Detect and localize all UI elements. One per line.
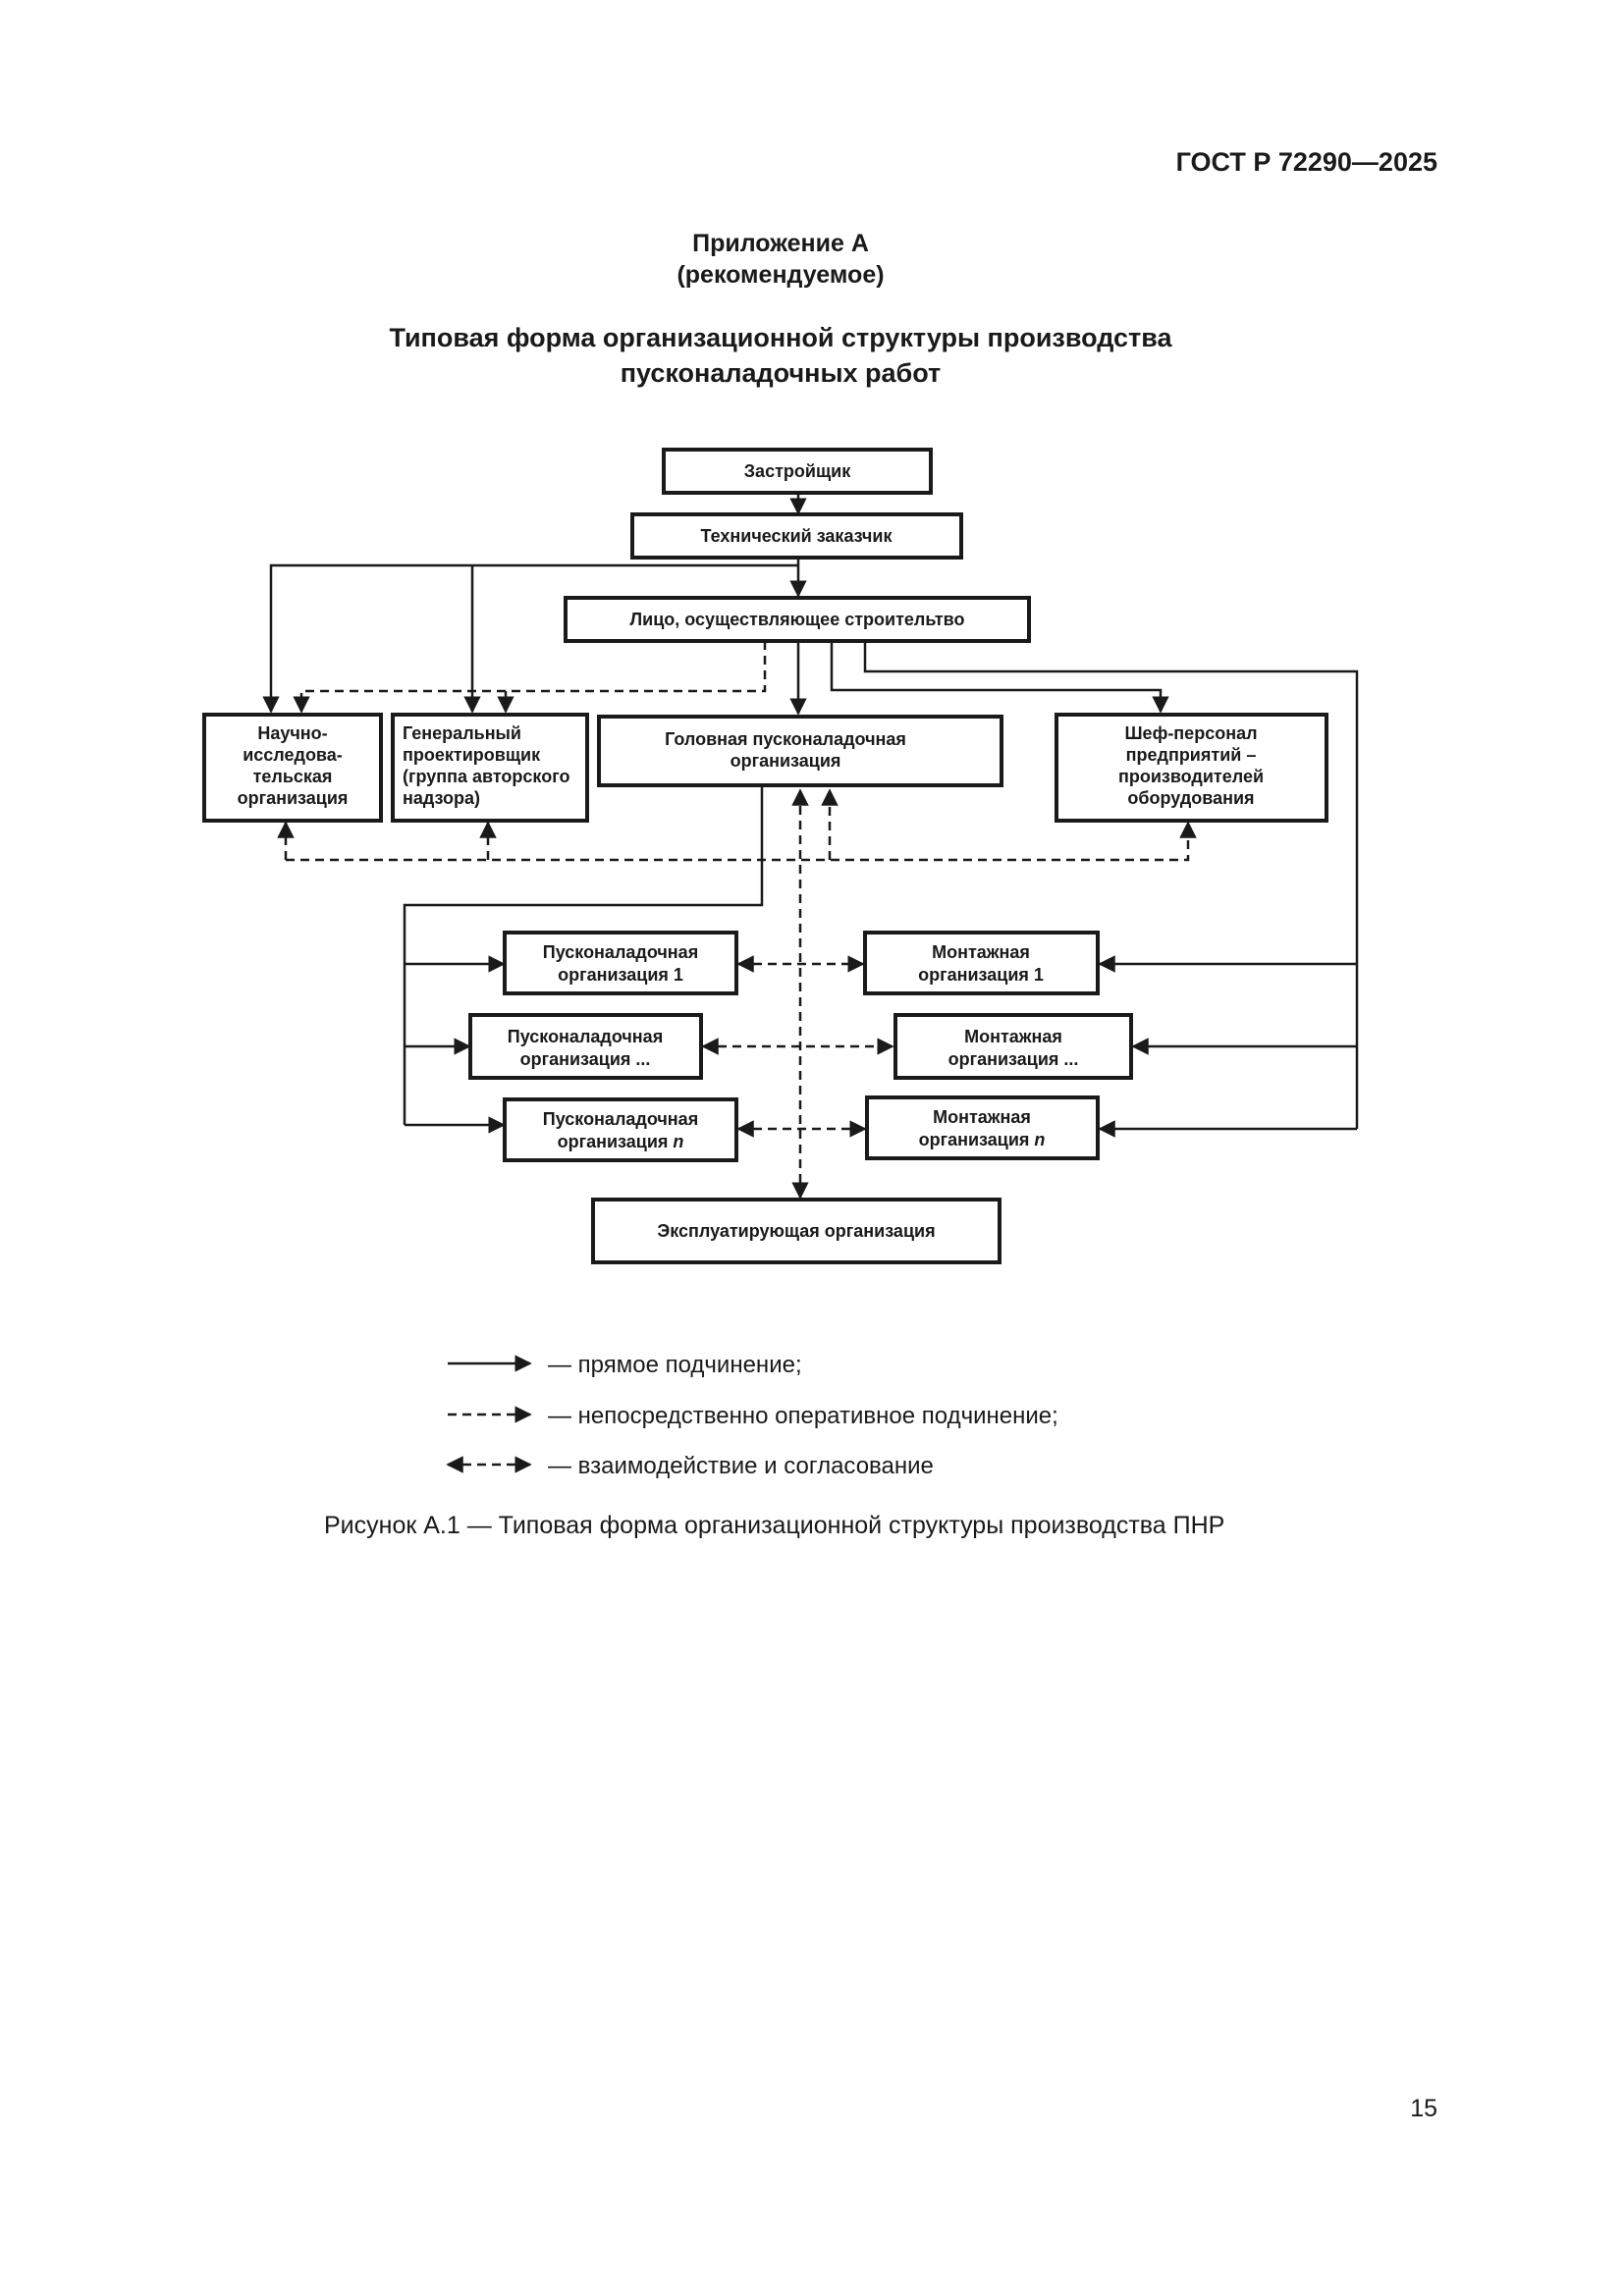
commissioning-org-1-label-1: Пусконаладочная bbox=[543, 942, 698, 962]
general-designer-label-3: (группа авторского bbox=[403, 767, 569, 786]
bottom-to-chief-dashed-arrow bbox=[286, 821, 1197, 862]
general-designer-label-4: надзора) bbox=[403, 788, 480, 808]
document-code: ГОСТ Р 72290—2025 bbox=[1175, 147, 1437, 177]
installation-org-n-label-2: организация n bbox=[919, 1130, 1046, 1149]
general-designer-label-2: проектировщик bbox=[403, 745, 541, 765]
installation-org-1-label-1: Монтажная bbox=[932, 942, 1030, 962]
installation-org-n-box: Монтажная организация n bbox=[865, 1095, 1100, 1160]
appendix-heading: Приложение А (рекомендуемое) bbox=[0, 228, 1561, 291]
lead-to-commissioning-line bbox=[403, 785, 764, 1125]
page-title: Типовая форма организационной структуры … bbox=[0, 320, 1561, 391]
construction-contractor-label: Лицо, осуществляющее строительтво bbox=[630, 610, 965, 629]
technical-customer-box: Технический заказчик bbox=[630, 512, 963, 560]
technical-customer-label: Технический заказчик bbox=[701, 526, 893, 546]
dashed-connectors bbox=[277, 641, 1197, 1200]
research-org-label-2: исследова- bbox=[243, 745, 343, 765]
research-org-label-1: Научно- bbox=[257, 723, 327, 743]
page-title-line-2: пусконаладочных работ bbox=[620, 358, 942, 388]
legend-bidirectional: — взаимодействие и согласование bbox=[446, 1453, 934, 1479]
contractor-to-installation-line bbox=[863, 641, 1359, 1129]
chief-personnel-box: Шеф-персонал предприятий – производителе… bbox=[1055, 713, 1328, 823]
installation-org-dots-box: Монтажная организация ... bbox=[893, 1013, 1133, 1080]
commissioning-org-n-label-1: Пусконаладочная bbox=[543, 1109, 698, 1129]
lead-commissioning-org-label-2: организация bbox=[731, 751, 841, 771]
chief-personnel-label-2: предприятий – bbox=[1126, 745, 1257, 765]
installation-org-1-box: Монтажная организация 1 bbox=[863, 931, 1100, 995]
page-title-line-1: Типовая форма организационной структуры … bbox=[389, 323, 1172, 352]
installation-org-dots-label-2: организация ... bbox=[948, 1049, 1079, 1069]
commissioning-org-1-box: Пусконаладочная организация 1 bbox=[503, 931, 738, 995]
chief-personnel-label-3: производителей bbox=[1118, 767, 1264, 786]
chief-personnel-label-1: Шеф-персонал bbox=[1124, 723, 1257, 743]
research-org-box: Научно- исследова- тельская организация bbox=[202, 713, 383, 823]
operating-org-label: Эксплуатирующая организация bbox=[657, 1221, 935, 1241]
legend-bidirectional-text: — взаимодействие и согласование bbox=[548, 1453, 934, 1479]
contractor-to-research-dashed-arrow bbox=[293, 641, 767, 714]
operating-org-box: Эксплуатирующая организация bbox=[591, 1198, 1001, 1264]
installation-org-n-label-1: Монтажная bbox=[933, 1107, 1031, 1127]
solid-connectors bbox=[262, 494, 1359, 1138]
installation-org-dots-label-1: Монтажная bbox=[964, 1027, 1062, 1046]
legend: — прямое подчинение; — непосредственно о… bbox=[446, 1352, 1058, 1479]
page-number: 15 bbox=[1410, 2095, 1437, 2122]
developer-label: Застройщик bbox=[744, 461, 851, 481]
figure-caption: Рисунок А.1 — Типовая форма организацион… bbox=[324, 1512, 1225, 1539]
customer-to-research-arrow bbox=[262, 563, 798, 714]
appendix-status: (рекомендуемое) bbox=[677, 261, 885, 289]
lead-commissioning-org-box: Головная пусконаладочная организация bbox=[597, 715, 1003, 787]
legend-dashed-text: — непосредственно оперативное подчинение… bbox=[548, 1403, 1058, 1429]
commissioning-org-n-label-2: организация n bbox=[558, 1132, 684, 1151]
installation-org-1-label-2: организация 1 bbox=[918, 965, 1044, 985]
general-designer-label-1: Генеральный bbox=[403, 723, 521, 743]
legend-dashed: — непосредственно оперативное подчинение… bbox=[448, 1403, 1058, 1429]
chief-personnel-label-4: оборудования bbox=[1127, 788, 1254, 808]
commissioning-org-dots-label-2: организация ... bbox=[520, 1049, 651, 1069]
developer-box: Застройщик bbox=[662, 448, 933, 495]
research-org-label-4: организация bbox=[238, 788, 349, 808]
legend-solid: — прямое подчинение; bbox=[448, 1352, 802, 1378]
construction-contractor-box: Лицо, осуществляющее строительтво bbox=[564, 596, 1031, 643]
commissioning-org-n-box: Пусконаладочная организация n bbox=[503, 1097, 738, 1162]
commissioning-org-dots-label-1: Пусконаладочная bbox=[508, 1027, 663, 1046]
appendix-title: Приложение А bbox=[692, 230, 869, 257]
legend-solid-text: — прямое подчинение; bbox=[548, 1352, 802, 1378]
contractor-to-chief-arrow bbox=[830, 641, 1169, 714]
research-org-label-3: тельская bbox=[253, 767, 333, 786]
commissioning-org-dots-box: Пусконаладочная организация ... bbox=[468, 1013, 703, 1080]
commissioning-org-1-label-2: организация 1 bbox=[558, 965, 683, 985]
lead-commissioning-org-label-1: Головная пусконаладочная bbox=[665, 729, 906, 749]
general-designer-box: Генеральный проектировщик (группа авторс… bbox=[391, 713, 589, 823]
